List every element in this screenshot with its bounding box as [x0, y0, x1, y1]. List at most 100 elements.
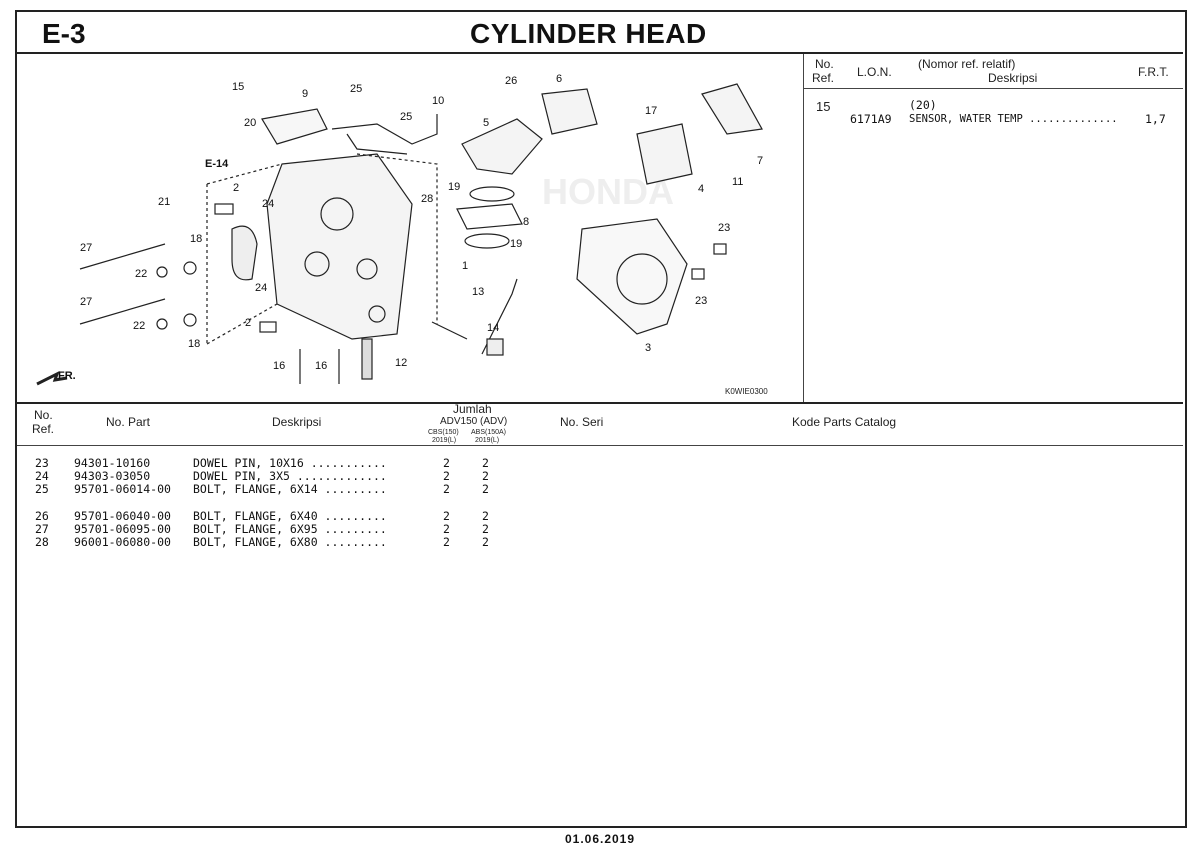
col-header-part: No. Part: [106, 415, 151, 429]
divider: [17, 52, 1183, 54]
cell-part: 95701-06040-00: [74, 509, 171, 523]
frt-header-ref: Ref.: [812, 71, 835, 85]
frt-desc: SENSOR, WATER TEMP ..............: [909, 113, 1118, 125]
image-code: K0WIE0300: [725, 387, 768, 396]
col-header-cbs-year: 2019(L): [432, 437, 457, 444]
callout-label: 1: [462, 260, 468, 272]
frt-ref: 15: [816, 99, 831, 114]
cylinder-head-part: [266, 153, 413, 340]
cell-ref: 27: [35, 522, 49, 536]
callout-label: 18: [190, 233, 202, 245]
cell-part: 94301-10160: [74, 456, 151, 470]
frt-header-no: No.: [815, 57, 834, 71]
cell-q1: 2: [443, 482, 450, 496]
cell-desc: DOWEL PIN, 3X5 .............: [193, 469, 387, 483]
cell-part: 95701-06095-00: [74, 522, 171, 536]
col-header-seri: No. Seri: [560, 415, 604, 429]
cell-part: 96001-06080-00: [74, 535, 171, 549]
cell-q2: 2: [482, 456, 489, 470]
col-header-no: No.: [34, 408, 53, 422]
cell-q1: 2: [443, 522, 450, 536]
callout-label: 22: [135, 268, 147, 280]
cell-ref: 23: [35, 456, 49, 470]
cell-q1: 2: [443, 469, 450, 483]
callout-label: 17: [645, 105, 657, 117]
cell-q2: 2: [482, 535, 489, 549]
cell-desc: DOWEL PIN, 10X16 ...........: [193, 456, 387, 470]
callout-label: 25: [400, 111, 412, 123]
col-header-model: ADV150 (ADV): [440, 416, 508, 427]
callout-label: 13: [472, 286, 484, 298]
callout-label: 21: [158, 196, 170, 208]
cell-q1: 2: [443, 535, 450, 549]
cell-part: 95701-06014-00: [74, 482, 171, 496]
col-header-desc: Deskripsi: [272, 415, 322, 429]
divider: [17, 445, 1183, 446]
callout-label: 19: [510, 238, 522, 250]
callout-label: 22: [133, 320, 145, 332]
divider: [803, 88, 1183, 89]
cell-q2: 2: [482, 509, 489, 523]
col-header-abs: ABS(150A): [471, 429, 507, 436]
cell-ref: 28: [35, 535, 49, 549]
callout-label: 24: [255, 282, 267, 294]
cell-q2: 2: [482, 522, 489, 536]
callout-label: 12: [395, 357, 407, 369]
callout-label: 16: [273, 360, 285, 372]
callout-label: 6: [556, 73, 562, 85]
callout-label: 18: [188, 338, 200, 350]
col-header-ref: Ref.: [32, 422, 55, 436]
cell-desc: BOLT, FLANGE, 6X80 .........: [193, 535, 387, 549]
callout-label: 10: [432, 95, 444, 107]
frt-header-nomor: (Nomor ref. relatif): [918, 57, 1016, 71]
callout-label: 5: [483, 117, 489, 129]
frt-header-deskripsi: Deskripsi: [988, 71, 1038, 85]
cell-desc: BOLT, FLANGE, 6X14 .........: [193, 482, 387, 496]
callout-label: 23: [718, 222, 730, 234]
callout-label: 27: [80, 242, 92, 254]
callout-label: 9: [302, 88, 308, 100]
cell-desc: BOLT, FLANGE, 6X40 .........: [193, 509, 387, 523]
callout-label: 26: [505, 75, 517, 87]
frt-header-frt: F.R.T.: [1138, 65, 1169, 79]
cell-part: 94303-03050: [74, 469, 151, 483]
callout-label: 27: [80, 296, 92, 308]
cell-ref: 26: [35, 509, 49, 523]
callout-label: 14: [487, 322, 499, 334]
callout-label: E-14: [205, 158, 229, 170]
col-header-cbs: CBS(150): [428, 429, 459, 436]
cell-q1: 2: [443, 509, 450, 523]
callout-label: 11: [732, 176, 743, 188]
col-header-catalog: Kode Parts Catalog: [792, 415, 897, 429]
callout-label: 16: [315, 360, 327, 372]
callout-label: 3: [645, 342, 651, 354]
callout-label: 19: [448, 181, 460, 193]
callout-label: 24: [262, 198, 274, 210]
callout-label: 2: [233, 182, 239, 194]
frt-relative-ref: (20): [909, 98, 937, 112]
cell-desc: BOLT, FLANGE, 6X95 .........: [193, 522, 387, 536]
callout-label: 25: [350, 83, 362, 95]
callout-label: 20: [244, 117, 256, 129]
col-header-abs-year: 2019(L): [475, 437, 500, 444]
callout-label: 2: [245, 317, 251, 329]
callout-label: 15: [232, 81, 244, 93]
frt-lon: 6171A9: [850, 112, 892, 126]
cell-q1: 2: [443, 456, 450, 470]
callout-label: FR.: [58, 370, 76, 382]
divider: [803, 54, 804, 402]
callout-label: 23: [695, 295, 707, 307]
page-title: CYLINDER HEAD: [470, 18, 707, 49]
divider: [17, 402, 1183, 404]
section-code: E-3: [42, 18, 86, 49]
frt-value: 1,7: [1145, 112, 1166, 126]
frt-header-lon: L.O.N.: [857, 65, 892, 79]
col-header-jumlah: Jumlah: [453, 402, 492, 416]
cell-ref: 25: [35, 482, 49, 496]
callout-label: 28: [421, 193, 433, 205]
cell-q2: 2: [482, 482, 489, 496]
callout-label: 8: [523, 216, 529, 228]
cell-q2: 2: [482, 469, 489, 483]
page-frame: [15, 10, 1187, 828]
